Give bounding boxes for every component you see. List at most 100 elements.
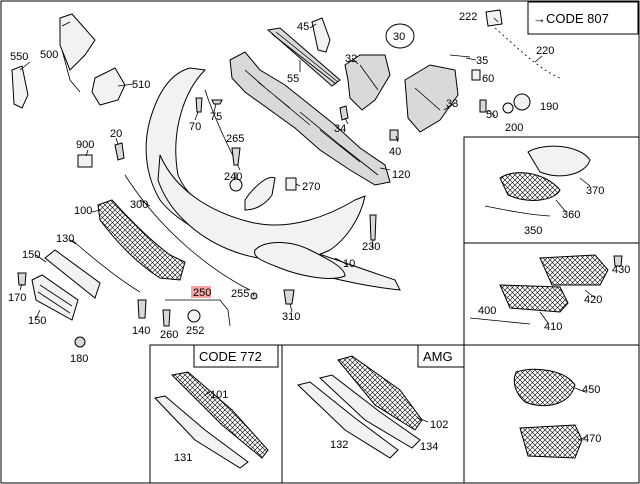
callout-170: 170 [8,292,26,304]
callout-35: 35 [476,55,488,67]
clip-35 [449,54,471,58]
highlight-250 [191,286,211,298]
callout-140: 140 [132,325,150,337]
clip-50 [479,99,487,113]
bumper-cover [145,67,401,291]
callout-10: 10 [343,258,355,270]
callout-60: 60 [482,73,494,85]
callout-33: 33 [446,98,458,110]
grille-450 [513,368,576,407]
screw-260 [162,309,171,327]
callout-labels: 10 20 30 32 33 34 35 40 45 50 55 60 70 7… [8,11,630,464]
callout-101: 101 [210,389,228,401]
clip-75 [211,99,223,105]
callout-180: 180 [70,353,88,365]
clip-60 [471,69,481,81]
callout-50: 50 [486,109,498,121]
callout-270: 270 [302,181,320,193]
callout-310: 310 [282,311,300,323]
callout-450: 450 [582,384,600,396]
grille-360 [499,172,561,201]
callout-260: 260 [160,329,178,341]
leader-lines [19,17,596,441]
callout-550: 550 [10,51,28,63]
callout-370: 370 [586,185,604,197]
code772-header: CODE 772 [199,349,262,364]
clip-70 [195,97,203,113]
trim-132 [296,381,399,459]
side-bracket-33 [404,64,459,133]
callout-510: 510 [132,79,150,91]
callout-132: 132 [330,439,348,451]
screw-230 [369,214,377,241]
callout-230: 230 [362,241,380,253]
code772-box [193,344,279,368]
clip-430 [613,255,623,267]
callout-410: 410 [544,321,562,333]
bracket-55 [266,27,341,87]
trim-300 [124,174,251,291]
clip-310 [283,289,295,305]
air-duct-510 [91,67,126,106]
screw-140 [137,299,147,319]
callout-30: 30 [393,31,405,43]
callout-250: 250 [193,287,211,299]
trim-130 [71,239,141,293]
callout-circle-30 [385,23,415,49]
clip-180 [74,336,86,348]
trim-400 [469,317,531,325]
grille-101 [170,371,269,459]
callout-265: 265 [226,133,244,145]
callout-20: 20 [110,128,122,140]
callout-220: 220 [536,45,554,57]
callout-150-bottom: 150 [28,315,46,327]
air-duct-500 [59,13,96,71]
plate-holder-top [44,249,101,299]
part-250 [165,299,231,327]
callout-900: 900 [76,139,94,151]
callout-55: 55 [287,73,299,85]
clip-40 [389,129,399,141]
amg-header: AMG [423,349,453,364]
part-270 [285,177,297,191]
washer-252 [187,309,201,323]
callout-252: 252 [186,325,204,337]
callout-430: 430 [612,264,630,276]
callout-350: 350 [524,225,542,237]
clip-34 [339,105,349,121]
callout-75: 75 [210,111,222,123]
sensor-holder-200 [502,102,514,114]
grille-410 [499,284,569,313]
callout-400: 400 [478,305,496,317]
callout-420: 420 [584,294,602,306]
grille-470 [519,424,583,459]
lower-grille-100 [97,199,186,281]
callout-360: 360 [562,209,580,221]
callout-70: 70 [189,121,201,133]
code807-header: →CODE 807 [533,11,609,26]
frame-370 [527,145,591,177]
callout-200: 200 [505,122,523,134]
trim-131 [154,395,249,469]
callout-190: 190 [540,101,558,113]
amg-box [417,344,465,368]
callout-130: 130 [56,233,74,245]
callout-255: 255 [231,288,249,300]
callout-32: 32 [345,53,357,65]
trim-134 [318,374,421,449]
sensor-190 [513,93,531,111]
callout-102: 102 [430,419,448,431]
callout-45: 45 [297,21,309,33]
screw-265 [231,147,241,166]
callout-34: 34 [334,123,346,135]
screw-170 [17,272,27,286]
callout-100: 100 [74,205,92,217]
callout-40: 40 [389,146,401,158]
callout-134: 134 [420,441,438,453]
clip-20 [114,142,125,161]
side-bracket-32 [344,54,391,111]
clip-240 [229,178,243,192]
callout-131: 131 [174,452,192,464]
